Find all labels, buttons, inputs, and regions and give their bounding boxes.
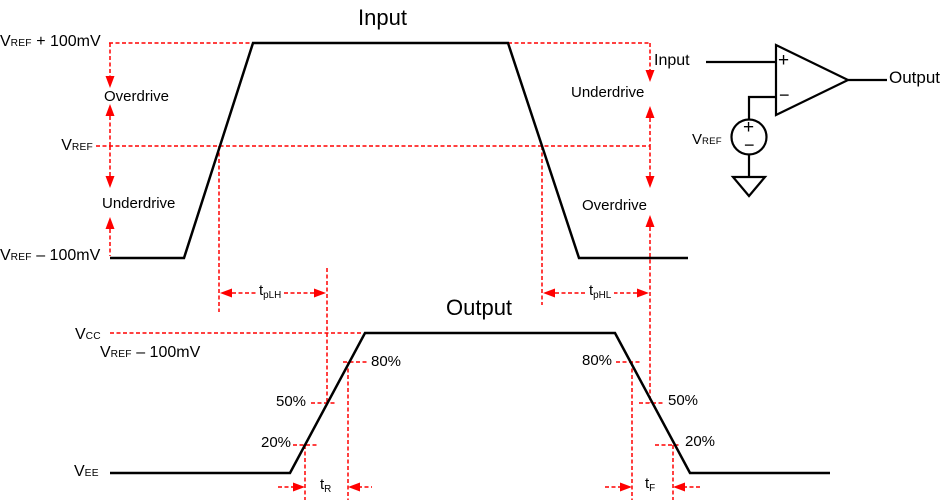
comparator-minus-sign: − <box>779 85 790 105</box>
underdrive-right-label: Underdrive <box>571 84 645 101</box>
output-title: Output <box>446 295 513 320</box>
overdrive-left-up-arrow-icon <box>105 104 115 116</box>
vref-minus-100mv-output-label: VREF – 100mV <box>100 344 201 361</box>
source-plus-sign: + <box>743 117 755 138</box>
tplh-right-arrow-icon <box>314 288 326 298</box>
vref-minus-100mv-label: VREF – 100mV <box>0 247 101 264</box>
pct20-rise-label: 20% <box>261 434 292 451</box>
schematic-output-label: Output <box>889 68 941 87</box>
underdrive-right-up-arrow-icon <box>645 106 655 118</box>
tplh-label: tpLH <box>256 283 285 302</box>
tphl-right-arrow-icon <box>637 288 649 298</box>
schematic-vref-label: VREF <box>692 131 722 148</box>
pct80-rise-label: 80% <box>371 353 402 370</box>
pct80-fall-label: 80% <box>582 352 613 369</box>
trise-label: tR <box>317 477 335 496</box>
overdrive-left-label: Overdrive <box>104 88 170 105</box>
tfall-label: tF <box>642 476 659 495</box>
comparator-schematic <box>706 43 887 198</box>
pct20-fall-label: 20% <box>685 433 716 450</box>
tplh-left-arrow-icon <box>220 288 232 298</box>
input-title: Input <box>358 5 407 30</box>
annotation-lines <box>96 42 700 500</box>
waveforms <box>110 41 830 475</box>
trise-left-arrow-icon <box>293 482 305 492</box>
vref-label: VREF <box>61 137 93 154</box>
overdrive-left-down-arrow-icon <box>105 76 115 88</box>
overdrive-right-down-arrow-icon <box>645 176 655 188</box>
trise-right-arrow-icon <box>348 482 360 492</box>
underdrive-left-up-arrow-icon <box>105 217 115 229</box>
tphl-label: tpHL <box>586 283 615 302</box>
vee-label: VEE <box>74 463 99 480</box>
pct50-rise-label: 50% <box>276 393 307 410</box>
comparator-plus-sign: + <box>778 50 790 71</box>
overdrive-right-label: Overdrive <box>582 197 648 214</box>
tfall-left-arrow-icon <box>620 482 632 492</box>
tphl-left-arrow-icon <box>543 288 555 298</box>
source-minus-sign: − <box>744 135 755 155</box>
overdrive-right-up-arrow-icon <box>645 215 655 227</box>
comparator-inverting-wire <box>747 95 776 120</box>
ground-icon <box>730 175 768 198</box>
schematic-input-label: Input <box>654 52 690 69</box>
vcc-label: VCC <box>75 326 101 343</box>
comparator-triangle-icon <box>774 43 851 117</box>
annotation-arrowheads <box>105 70 685 492</box>
tfall-right-arrow-icon <box>673 482 685 492</box>
input-waveform <box>110 41 688 260</box>
underdrive-right-down-arrow-icon <box>645 70 655 82</box>
pct50-fall-label: 50% <box>668 392 699 409</box>
underdrive-left-label: Underdrive <box>102 195 176 212</box>
vref-plus-100mv-label: VREF + 100mV <box>0 33 101 50</box>
output-waveform <box>110 331 830 475</box>
underdrive-left-down-arrow-icon <box>105 176 115 188</box>
